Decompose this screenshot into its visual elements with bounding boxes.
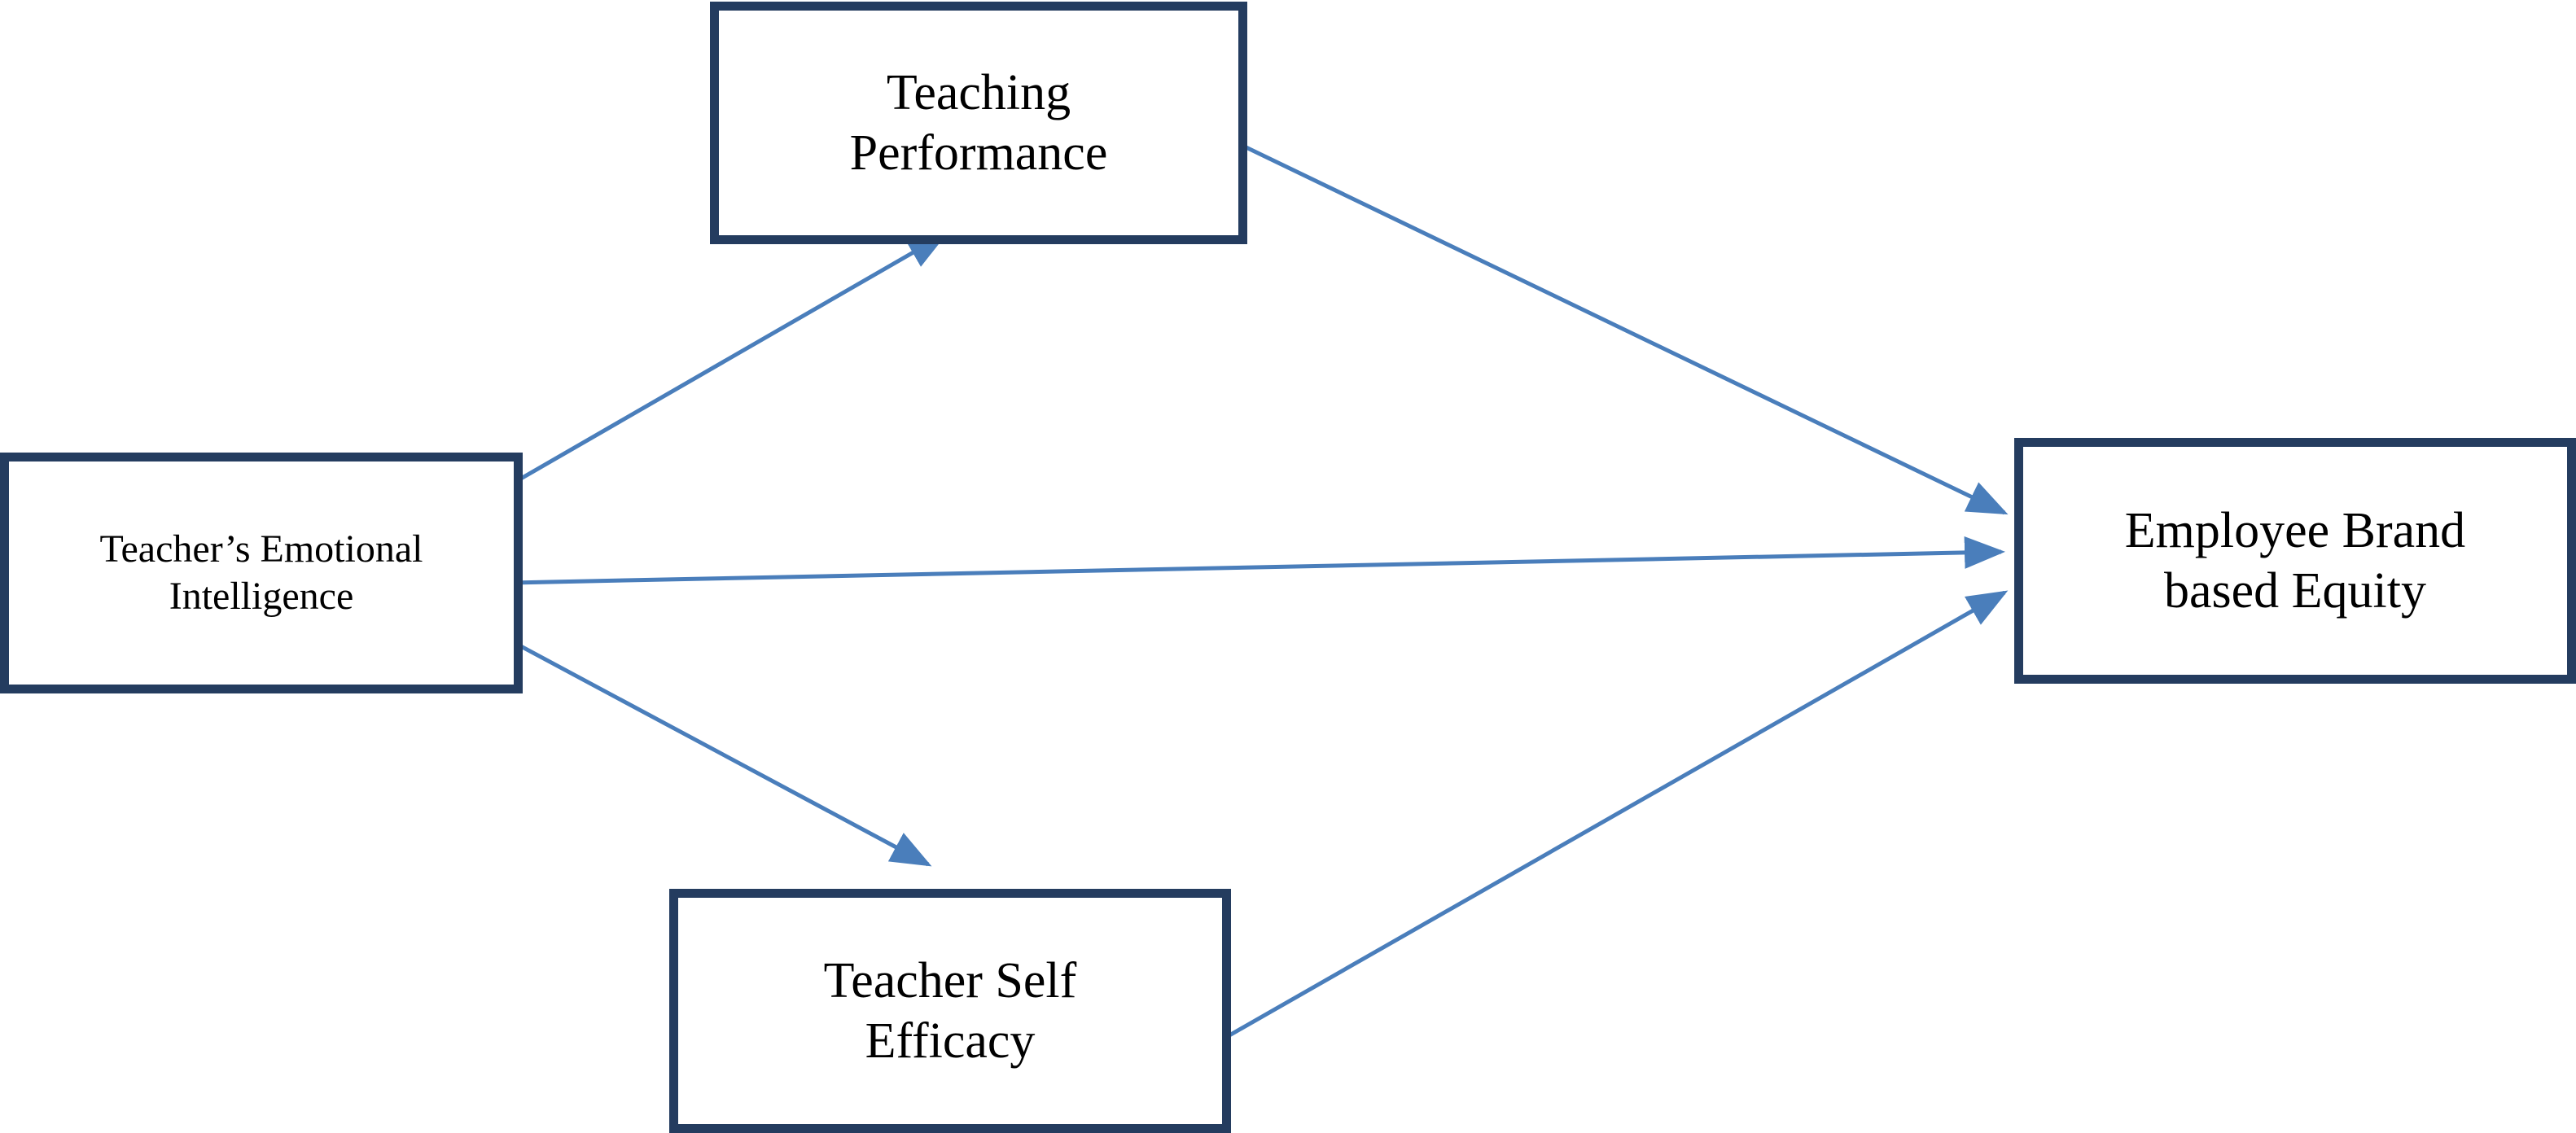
node-label-line: Teacher Self <box>823 952 1077 1008</box>
node-label-line: Performance <box>849 125 1108 181</box>
node-label: Teaching Performance <box>850 63 1108 184</box>
arrow-tp-to-ebbe <box>1234 140 2009 515</box>
node-label-line: Efficacy <box>865 1013 1036 1069</box>
node-teacher-self-efficacy: Teacher Self Efficacy <box>669 889 1231 1133</box>
arrow-tei-to-tp <box>497 232 948 494</box>
node-label-line: Teacher’s Emotional <box>99 527 423 571</box>
node-label-line: Employee Brand <box>2124 502 2466 558</box>
node-label: Teacher Self Efficacy <box>824 951 1077 1072</box>
arrow-tei-to-tse <box>516 642 932 867</box>
node-label-line: based Equity <box>2163 563 2426 619</box>
node-employee-brand-based-equity: Employee Brand based Equity <box>2014 438 2576 684</box>
node-label: Employee Brand based Equity <box>2125 501 2465 622</box>
node-teaching-performance: Teaching Performance <box>710 2 1247 244</box>
arrow-tse-to-ebbe <box>1228 590 2009 1038</box>
node-label-line: Teaching <box>886 64 1071 120</box>
node-teachers-emotional-intelligence: Teacher’s Emotional Intelligence <box>0 453 523 693</box>
arrow-tei-to-ebbe <box>509 536 2005 585</box>
node-label-line: Intelligence <box>169 575 354 618</box>
node-label: Teacher’s Emotional Intelligence <box>100 526 423 619</box>
